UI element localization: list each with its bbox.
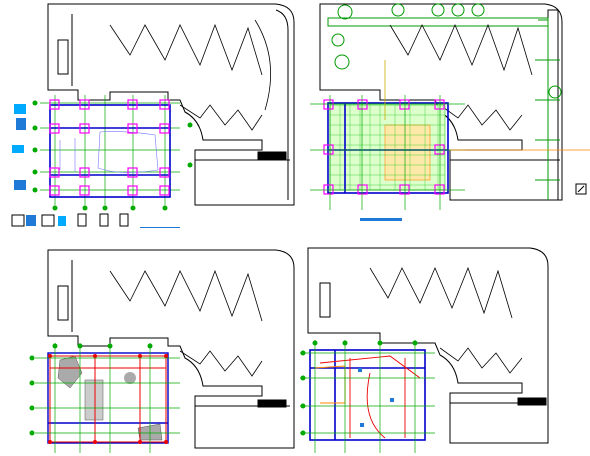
plan-panel-bottom-right (300, 228, 590, 456)
plan-drawing-1 (11, 3, 295, 228)
grid-axes (35, 343, 180, 453)
annotation-bar (360, 218, 402, 221)
column-markers (323, 99, 445, 195)
axis-bubbles (32, 100, 193, 211)
axis-bubbles (300, 340, 418, 436)
parking-zigzag (389, 23, 533, 131)
plan-panel-top-left (0, 0, 300, 228)
structural-frame (47, 352, 169, 444)
plan-drawing-2 (310, 3, 590, 221)
building-outline (307, 247, 549, 444)
compass-icon (575, 183, 587, 195)
mep-points (48, 354, 168, 444)
plan-drawing-4 (300, 247, 549, 453)
grid-axes (300, 340, 435, 453)
building-outline (47, 249, 295, 449)
plan-panel-top-right (300, 0, 590, 228)
grid-axes (40, 95, 180, 205)
hatched-zone (329, 104, 446, 191)
mep-lines (49, 355, 167, 443)
grid-axes (310, 95, 465, 210)
orange-lines (314, 365, 346, 404)
legend-row (11, 213, 180, 228)
parking-zigzag (109, 19, 271, 131)
plan-drawing-3 (29, 249, 295, 453)
landscape-borders (327, 17, 560, 200)
axis-bubbles (29, 343, 153, 436)
hatch-lines (330, 105, 445, 190)
plan-panel-bottom-left (0, 228, 300, 456)
legend-symbol-icon (12, 104, 26, 190)
interior-lines (59, 131, 159, 173)
parking-zigzag (109, 269, 263, 377)
column-markers (49, 99, 170, 196)
mep-lines (319, 355, 421, 439)
tree-icon (331, 3, 562, 99)
structural-frame (49, 104, 171, 198)
fixture-marks (358, 368, 394, 427)
building-outline (47, 3, 295, 206)
parking-zigzag (369, 266, 523, 374)
